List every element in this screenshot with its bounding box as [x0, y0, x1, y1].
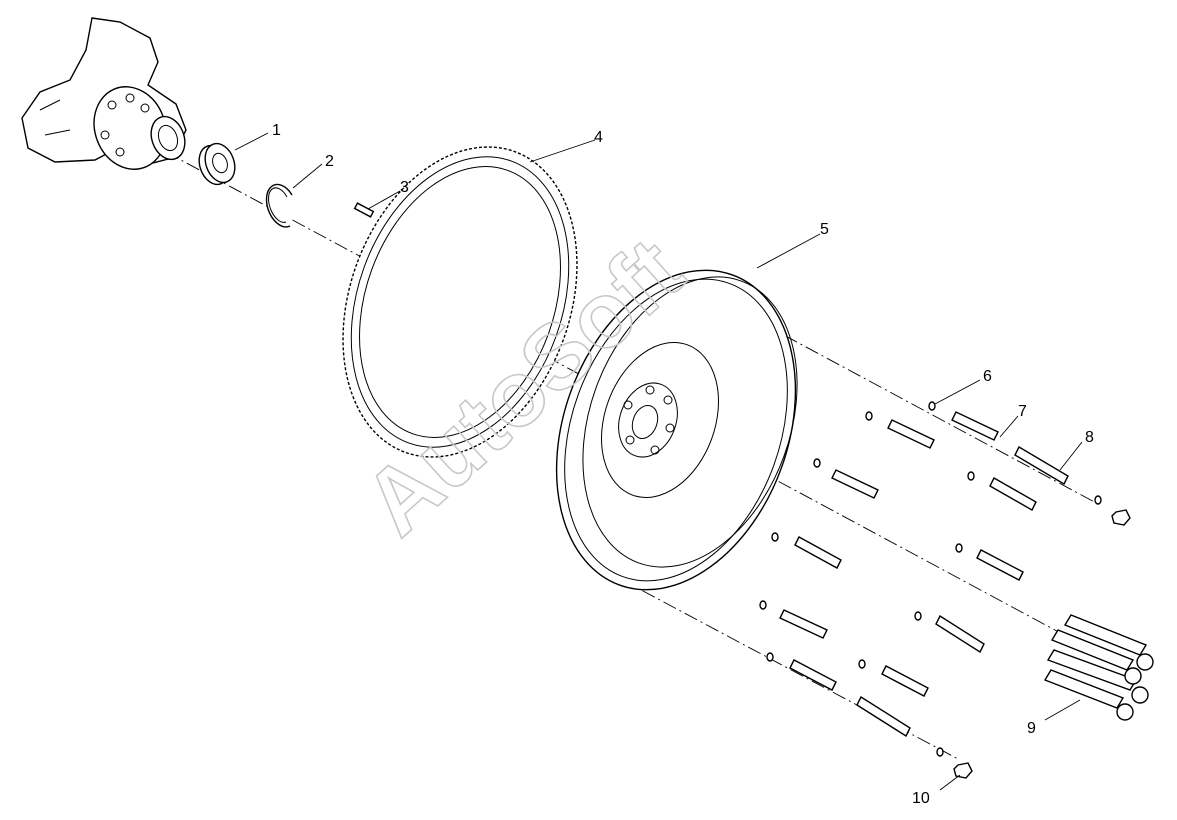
callout-leaders	[234, 132, 1083, 791]
crankshaft-end	[21, 17, 187, 170]
dowel-pin	[353, 202, 375, 218]
callout-7: 7	[1018, 403, 1027, 420]
callout-8: 8	[1085, 429, 1094, 446]
long-bolt-cluster	[1043, 614, 1154, 721]
callout-5: 5	[820, 221, 829, 238]
callout-6: 6	[983, 368, 992, 385]
bearing	[198, 142, 236, 186]
callout-10: 10	[912, 790, 930, 807]
callout-1: 1	[272, 122, 281, 139]
snap-ring	[265, 183, 293, 228]
callout-4: 4	[594, 129, 603, 146]
callout-labels: 1 2 3 4 5 6 7 8 9 10	[272, 122, 1094, 807]
fasteners	[759, 401, 1131, 779]
callout-2: 2	[325, 153, 334, 170]
callout-9: 9	[1027, 720, 1036, 737]
flywheel	[555, 269, 798, 591]
callout-3: 3	[400, 179, 409, 196]
ring-gear	[342, 146, 578, 458]
